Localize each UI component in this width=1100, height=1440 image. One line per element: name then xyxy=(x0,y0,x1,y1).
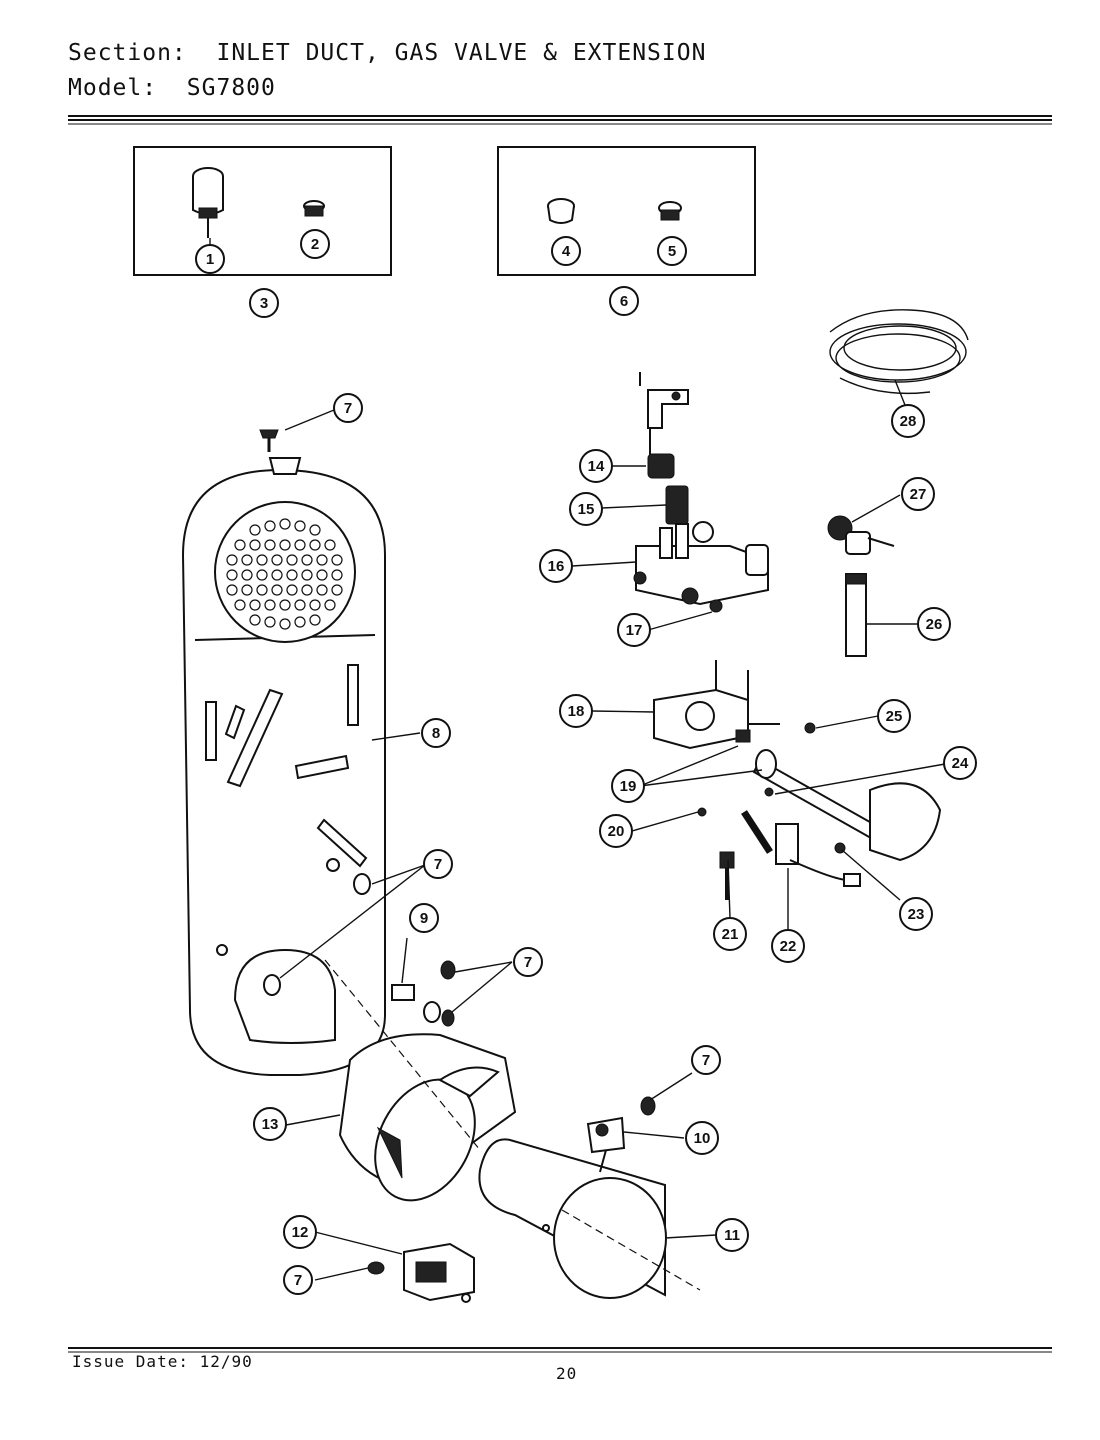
callout-7b: 7 xyxy=(423,849,453,879)
callout-7a: 7 xyxy=(333,393,363,423)
issue-date: Issue Date: 12/90 xyxy=(72,1352,253,1371)
callout-27: 27 xyxy=(901,477,935,511)
svg-text:20: 20 xyxy=(608,823,625,840)
svg-text:7: 7 xyxy=(294,1272,302,1289)
callout-28: 28 xyxy=(891,404,925,438)
callout-10: 10 xyxy=(685,1121,719,1155)
callout-20: 20 xyxy=(599,814,633,848)
section-title: INLET DUCT, GAS VALVE & EXTENSION xyxy=(216,40,707,66)
model-number: SG7800 xyxy=(186,75,276,101)
svg-text:26: 26 xyxy=(926,616,943,633)
callout-13: 13 xyxy=(253,1107,287,1141)
gas-valve-assembly xyxy=(633,372,769,613)
callout-19: 19 xyxy=(611,769,645,803)
svg-text:13: 13 xyxy=(262,1116,279,1133)
svg-text:5: 5 xyxy=(668,243,676,260)
model-header: Model: SG7800 xyxy=(68,75,276,101)
svg-text:14: 14 xyxy=(588,458,605,475)
part-10-thermostat xyxy=(586,1116,626,1173)
callout-7c: 7 xyxy=(513,947,543,977)
part-5-plug xyxy=(658,201,682,221)
igniter-bracket-assembly xyxy=(653,660,942,900)
callout-3: 3 xyxy=(249,288,279,318)
part-8-inlet-duct xyxy=(181,457,386,1076)
callout-9: 9 xyxy=(409,903,439,933)
svg-text:2: 2 xyxy=(311,236,319,253)
callout-5: 5 xyxy=(657,236,687,266)
svg-text:18: 18 xyxy=(568,703,585,720)
part-11-duct-tube xyxy=(478,1138,701,1299)
gas-supply-fitting xyxy=(827,515,895,657)
svg-text:27: 27 xyxy=(910,486,927,503)
svg-text:17: 17 xyxy=(626,622,643,639)
callout-26: 26 xyxy=(917,607,951,641)
callout-7d: 7 xyxy=(691,1045,721,1075)
section-label: Section: xyxy=(68,40,187,66)
svg-text:16: 16 xyxy=(548,558,565,575)
leader-lines xyxy=(209,238,946,1281)
model-label: Model: xyxy=(68,75,158,101)
callout-14: 14 xyxy=(579,449,613,483)
section-header: Section: INLET DUCT, GAS VALVE & EXTENSI… xyxy=(68,40,706,66)
svg-text:24: 24 xyxy=(952,755,969,772)
svg-text:7: 7 xyxy=(702,1052,710,1069)
svg-text:9: 9 xyxy=(420,910,428,927)
callout-7e: 7 xyxy=(283,1265,313,1295)
callout-11: 11 xyxy=(715,1218,749,1252)
svg-text:10: 10 xyxy=(694,1130,711,1147)
svg-text:15: 15 xyxy=(578,501,595,518)
inlet-perforation-holes xyxy=(226,518,343,630)
callout-6: 6 xyxy=(609,286,639,316)
page-number: 20 xyxy=(556,1364,578,1383)
part-7-screws xyxy=(259,429,656,1275)
callout-22: 22 xyxy=(771,929,805,963)
svg-text:3: 3 xyxy=(260,295,268,312)
callout-1: 1 xyxy=(195,244,225,274)
svg-text:19: 19 xyxy=(620,778,637,795)
part-4-plug xyxy=(547,198,575,224)
callout-24: 24 xyxy=(943,746,977,780)
callout-15: 15 xyxy=(569,492,603,526)
svg-text:4: 4 xyxy=(562,243,571,260)
part-1-orifice xyxy=(192,167,224,238)
callout-25: 25 xyxy=(877,699,911,733)
svg-text:22: 22 xyxy=(780,938,797,955)
callout-2: 2 xyxy=(300,229,330,259)
callout-18: 18 xyxy=(559,694,593,728)
part-2-plug xyxy=(303,200,325,217)
svg-text:28: 28 xyxy=(900,413,917,430)
svg-text:7: 7 xyxy=(524,954,532,971)
svg-text:21: 21 xyxy=(722,926,739,943)
part-28-wire-harness xyxy=(829,309,969,395)
part-12-switch xyxy=(403,1242,475,1303)
callout-8: 8 xyxy=(421,718,451,748)
callout-17: 17 xyxy=(617,613,651,647)
svg-text:23: 23 xyxy=(908,906,925,923)
svg-text:25: 25 xyxy=(886,708,903,725)
kit-box-3 xyxy=(133,146,392,276)
callout-12: 12 xyxy=(283,1215,317,1249)
callout-21: 21 xyxy=(713,917,747,951)
svg-text:7: 7 xyxy=(344,400,352,417)
callout-4: 4 xyxy=(551,236,581,266)
svg-text:7: 7 xyxy=(434,856,442,873)
svg-text:6: 6 xyxy=(620,293,628,310)
kit-box-6 xyxy=(497,146,756,276)
callout-23: 23 xyxy=(899,897,933,931)
part-9-clip xyxy=(391,984,415,1001)
part-13-extension-duct xyxy=(324,959,517,1202)
svg-text:12: 12 xyxy=(292,1224,309,1241)
svg-text:11: 11 xyxy=(724,1227,740,1244)
svg-text:1: 1 xyxy=(206,251,214,268)
svg-text:8: 8 xyxy=(432,725,440,742)
callout-16: 16 xyxy=(539,549,573,583)
